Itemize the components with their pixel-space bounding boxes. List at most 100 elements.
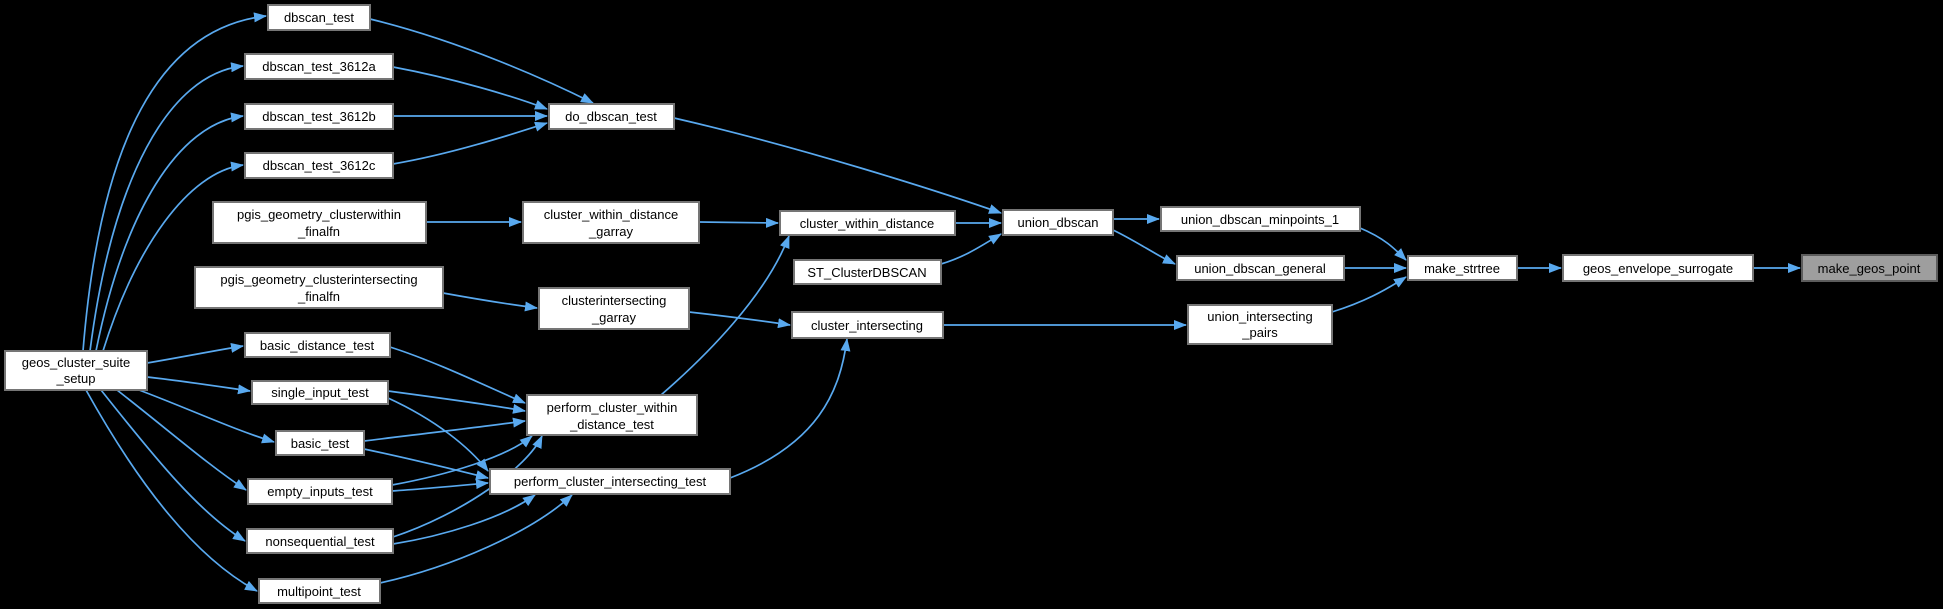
edge-geos_cluster_suite_setup-to-dbscan_test bbox=[82, 12, 267, 352]
node-box bbox=[244, 152, 394, 179]
edge-do_dbscan_test-to-union_dbscan bbox=[673, 117, 1002, 214]
node-box bbox=[489, 468, 731, 495]
node-basic_distance_test[interactable]: basic_distance_test bbox=[244, 332, 391, 358]
node-box bbox=[791, 311, 944, 339]
edge-cluster_within_distance_garray-to-cluster_within_distance bbox=[698, 217, 779, 228]
edge-perform_cluster_intersecting_test-to-cluster_intersecting bbox=[729, 338, 851, 479]
node-label: nonsequential_test bbox=[265, 534, 375, 549]
node-label: dbscan_test bbox=[284, 10, 354, 25]
node-label: clusterintersecting bbox=[562, 293, 667, 308]
node-label: _distance_test bbox=[569, 417, 654, 432]
node-cluster_within_distance_garray[interactable]: cluster_within_distance _garray bbox=[522, 201, 700, 244]
node-label: cluster_within_distance bbox=[800, 216, 934, 231]
node-union_intersecting_pairs[interactable]: union_intersecting _pairs bbox=[1187, 304, 1333, 345]
node-box bbox=[1160, 206, 1361, 232]
node-multipoint_test[interactable]: multipoint_test bbox=[258, 578, 381, 604]
node-box bbox=[267, 4, 371, 31]
node-label: geos_envelope_surrogate bbox=[1583, 261, 1733, 276]
edge-geos_cluster_suite_setup-to-dbscan_test_3612c bbox=[102, 161, 244, 352]
node-do_dbscan_test[interactable]: do_dbscan_test bbox=[548, 103, 675, 130]
edge-layer bbox=[82, 12, 1801, 592]
node-label: make_strtree bbox=[1424, 261, 1500, 276]
node-ST_ClusterDBSCAN[interactable]: ST_ClusterDBSCAN bbox=[793, 259, 942, 285]
node-box bbox=[246, 528, 394, 554]
node-box bbox=[779, 210, 956, 236]
node-make_geos_point: make_geos_point bbox=[1801, 254, 1938, 282]
node-box bbox=[1407, 255, 1518, 281]
node-make_strtree[interactable]: make_strtree bbox=[1407, 255, 1518, 281]
edge-nonsequential_test-to-perform_cluster_intersecting_test bbox=[392, 494, 536, 545]
edge-geos_cluster_suite_setup-to-empty_inputs_test bbox=[116, 389, 247, 491]
node-label: union_dbscan_general bbox=[1194, 261, 1326, 276]
node-box bbox=[244, 332, 391, 358]
node-cluster_intersecting[interactable]: cluster_intersecting bbox=[791, 311, 944, 339]
node-label: perform_cluster_intersecting_test bbox=[514, 474, 707, 489]
node-union_dbscan_general[interactable]: union_dbscan_general bbox=[1176, 255, 1345, 281]
edge-single_input_test-to-perform_cluster_intersecting_test bbox=[387, 397, 489, 472]
node-dbscan_test_3612a[interactable]: dbscan_test_3612a bbox=[244, 53, 394, 80]
edge-geos_cluster_suite_setup-to-basic_test bbox=[138, 389, 275, 444]
node-box bbox=[4, 350, 148, 391]
node-box bbox=[1176, 255, 1345, 281]
edge-dbscan_test_3612a-to-do_dbscan_test bbox=[392, 66, 548, 110]
node-label: _finalfn bbox=[297, 224, 340, 239]
node-single_input_test[interactable]: single_input_test bbox=[251, 380, 389, 405]
node-label: _pairs bbox=[1241, 325, 1278, 340]
node-label: pgis_geometry_clusterwithin bbox=[237, 207, 401, 222]
edge-basic_test-to-perform_cluster_within_distance_test bbox=[363, 417, 526, 442]
node-label: dbscan_test_3612a bbox=[262, 59, 376, 74]
node-label: _setup bbox=[55, 371, 95, 386]
node-box bbox=[1002, 209, 1114, 236]
edge-geos_cluster_suite_setup-to-dbscan_test_3612a bbox=[89, 62, 244, 352]
node-label: _garray bbox=[588, 224, 634, 239]
node-box bbox=[1187, 304, 1333, 345]
edge-geos_cluster_suite_setup-to-single_input_test bbox=[146, 376, 251, 395]
edge-clusterintersecting_garray-to-cluster_intersecting bbox=[688, 311, 791, 329]
edge-union_intersecting_pairs-to-make_strtree bbox=[1331, 276, 1407, 313]
node-box bbox=[548, 103, 675, 130]
node-clusterintersecting_garray[interactable]: clusterintersecting _garray bbox=[538, 287, 690, 330]
node-label: multipoint_test bbox=[277, 584, 361, 599]
node-union_dbscan_minpoints_1[interactable]: union_dbscan_minpoints_1 bbox=[1160, 206, 1361, 232]
node-box bbox=[194, 266, 444, 309]
node-cluster_within_distance[interactable]: cluster_within_distance bbox=[779, 210, 956, 236]
edge-basic_test-to-perform_cluster_intersecting_test bbox=[363, 448, 489, 480]
edge-nonsequential_test-to-perform_cluster_within_distance_test bbox=[392, 435, 543, 538]
node-geos_cluster_suite_setup[interactable]: geos_cluster_suite _setup bbox=[4, 350, 148, 391]
node-pgis_geometry_clusterwithin_finalfn[interactable]: pgis_geometry_clusterwithin _finalfn bbox=[212, 201, 427, 244]
node-perform_cluster_within_distance_test[interactable]: perform_cluster_within _distance_test bbox=[526, 394, 698, 436]
node-label: ST_ClusterDBSCAN bbox=[807, 265, 926, 280]
edge-geos_cluster_suite_setup-to-dbscan_test_3612b bbox=[95, 112, 244, 352]
node-basic_test[interactable]: basic_test bbox=[275, 430, 365, 456]
node-union_dbscan[interactable]: union_dbscan bbox=[1002, 209, 1114, 236]
node-geos_envelope_surrogate[interactable]: geos_envelope_surrogate bbox=[1562, 254, 1754, 282]
node-label: union_intersecting bbox=[1207, 309, 1313, 324]
node-perform_cluster_intersecting_test[interactable]: perform_cluster_intersecting_test bbox=[489, 468, 731, 495]
edge-pgis_geometry_clusterintersecting_finalfn-to-clusterintersecting_garray bbox=[442, 292, 538, 312]
node-box bbox=[212, 201, 427, 244]
node-label: make_geos_point bbox=[1818, 261, 1921, 276]
node-box bbox=[526, 394, 698, 436]
node-empty_inputs_test[interactable]: empty_inputs_test bbox=[247, 478, 393, 505]
edge-single_input_test-to-perform_cluster_within_distance_test bbox=[387, 390, 526, 414]
edge-geos_cluster_suite_setup-to-multipoint_test bbox=[85, 389, 258, 592]
node-label: dbscan_test_3612b bbox=[262, 109, 375, 124]
edge-empty_inputs_test-to-perform_cluster_within_distance_test bbox=[391, 435, 533, 486]
node-pgis_geometry_clusterintersecting_finalfn[interactable]: pgis_geometry_clusterintersecting _final… bbox=[194, 266, 444, 309]
node-label: union_dbscan bbox=[1018, 215, 1099, 230]
node-box bbox=[244, 103, 394, 130]
node-label: do_dbscan_test bbox=[565, 109, 657, 124]
node-box bbox=[247, 478, 393, 505]
edge-ST_ClusterDBSCAN-to-union_dbscan bbox=[940, 233, 1002, 265]
node-label: empty_inputs_test bbox=[267, 484, 373, 499]
node-box bbox=[1801, 254, 1938, 282]
node-dbscan_test_3612c[interactable]: dbscan_test_3612c bbox=[244, 152, 394, 179]
edge-geos_cluster_suite_setup-to-nonsequential_test bbox=[100, 389, 246, 542]
edge-geos_cluster_suite_setup-to-basic_distance_test bbox=[146, 342, 244, 364]
node-dbscan_test_3612b[interactable]: dbscan_test_3612b bbox=[244, 103, 394, 130]
node-dbscan_test[interactable]: dbscan_test bbox=[267, 4, 371, 31]
node-label: pgis_geometry_clusterintersecting bbox=[220, 272, 417, 287]
node-nonsequential_test[interactable]: nonsequential_test bbox=[246, 528, 394, 554]
